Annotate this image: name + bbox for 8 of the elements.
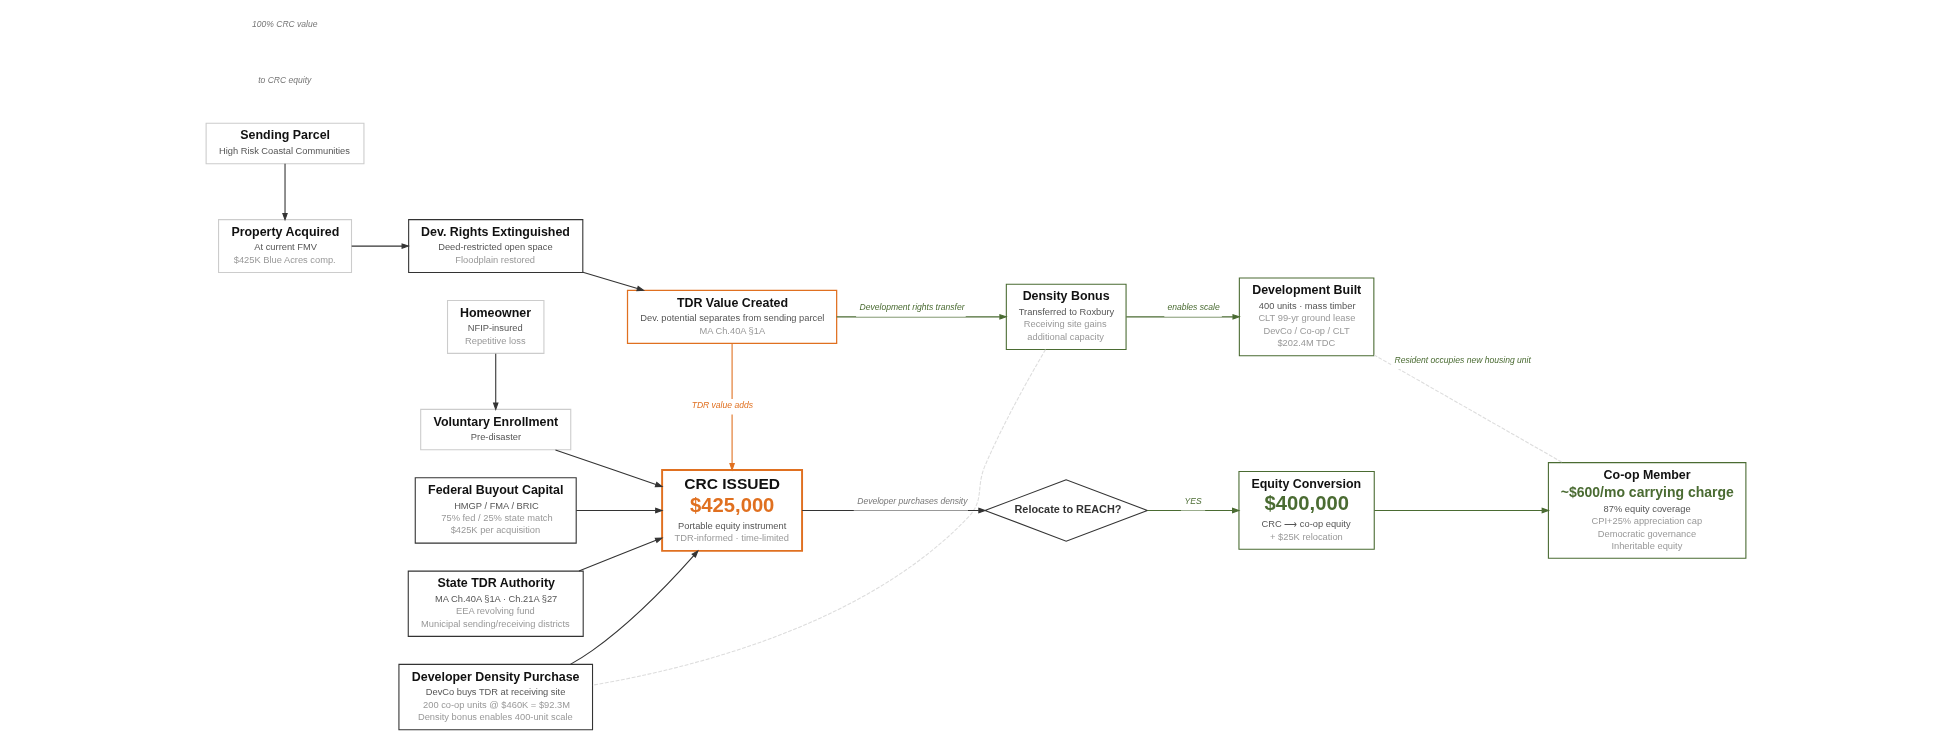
edge-label: TDR value adds — [691, 400, 753, 411]
edge-label: Development rights transfer — [859, 302, 965, 313]
edge-label: Resident occupies new housing unit — [1394, 354, 1531, 365]
edge-label: enables scale — [1167, 302, 1220, 313]
edge-label: Developer purchases density — [857, 496, 968, 507]
label: 100% CRC value — [251, 18, 318, 29]
label: to CRC equity — [258, 74, 312, 85]
edge-label: YES — [1184, 496, 1202, 507]
